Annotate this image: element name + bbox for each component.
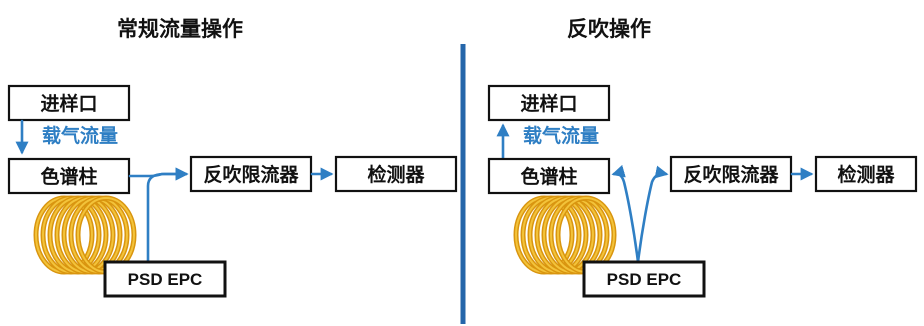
restrictor-label: 反吹限流器 <box>683 163 779 186</box>
restrictor-box <box>189 155 313 193</box>
inlet-box <box>487 84 611 122</box>
column-label: 色谱柱 <box>520 165 577 188</box>
psd-epc-box <box>103 260 227 298</box>
restrictor-label: 反吹限流器 <box>203 163 299 186</box>
epc-to-restrictor-arrow <box>146 167 189 264</box>
psd-epc-label: PSD EPC <box>607 270 682 289</box>
left-panel-title: 常规流量操作 <box>117 17 243 41</box>
inlet-box <box>7 84 131 122</box>
column-box <box>487 157 611 195</box>
detector-label: 检测器 <box>367 163 425 186</box>
detector-box <box>334 155 458 193</box>
detector-box <box>814 155 918 193</box>
psd-epc-label: PSD EPC <box>128 270 203 289</box>
carrier-flow-label: 载气流量 <box>42 124 118 147</box>
column-label: 色谱柱 <box>40 165 97 188</box>
left-panel: 常规流量操作 进样口 载气流量 色谱柱 反吹限流器 检测器 PSD EPC <box>7 17 458 298</box>
right-panel-title: 反吹操作 <box>567 17 651 41</box>
inlet-label: 进样口 <box>520 92 577 115</box>
psd-epc-box <box>582 260 706 298</box>
inlet-label: 进样口 <box>40 92 97 115</box>
restrictor-box <box>669 155 793 193</box>
detector-label: 检测器 <box>837 163 895 186</box>
epc-to-column-arrow <box>611 164 640 264</box>
column-coil-icon <box>33 195 137 275</box>
carrier-flow-label: 载气流量 <box>523 124 599 147</box>
epc-to-restrictor-arrow <box>636 165 669 264</box>
right-panel: 反吹操作 进样口 载气流量 色谱柱 反吹限流器 检测器 PSD EPC <box>487 17 918 298</box>
